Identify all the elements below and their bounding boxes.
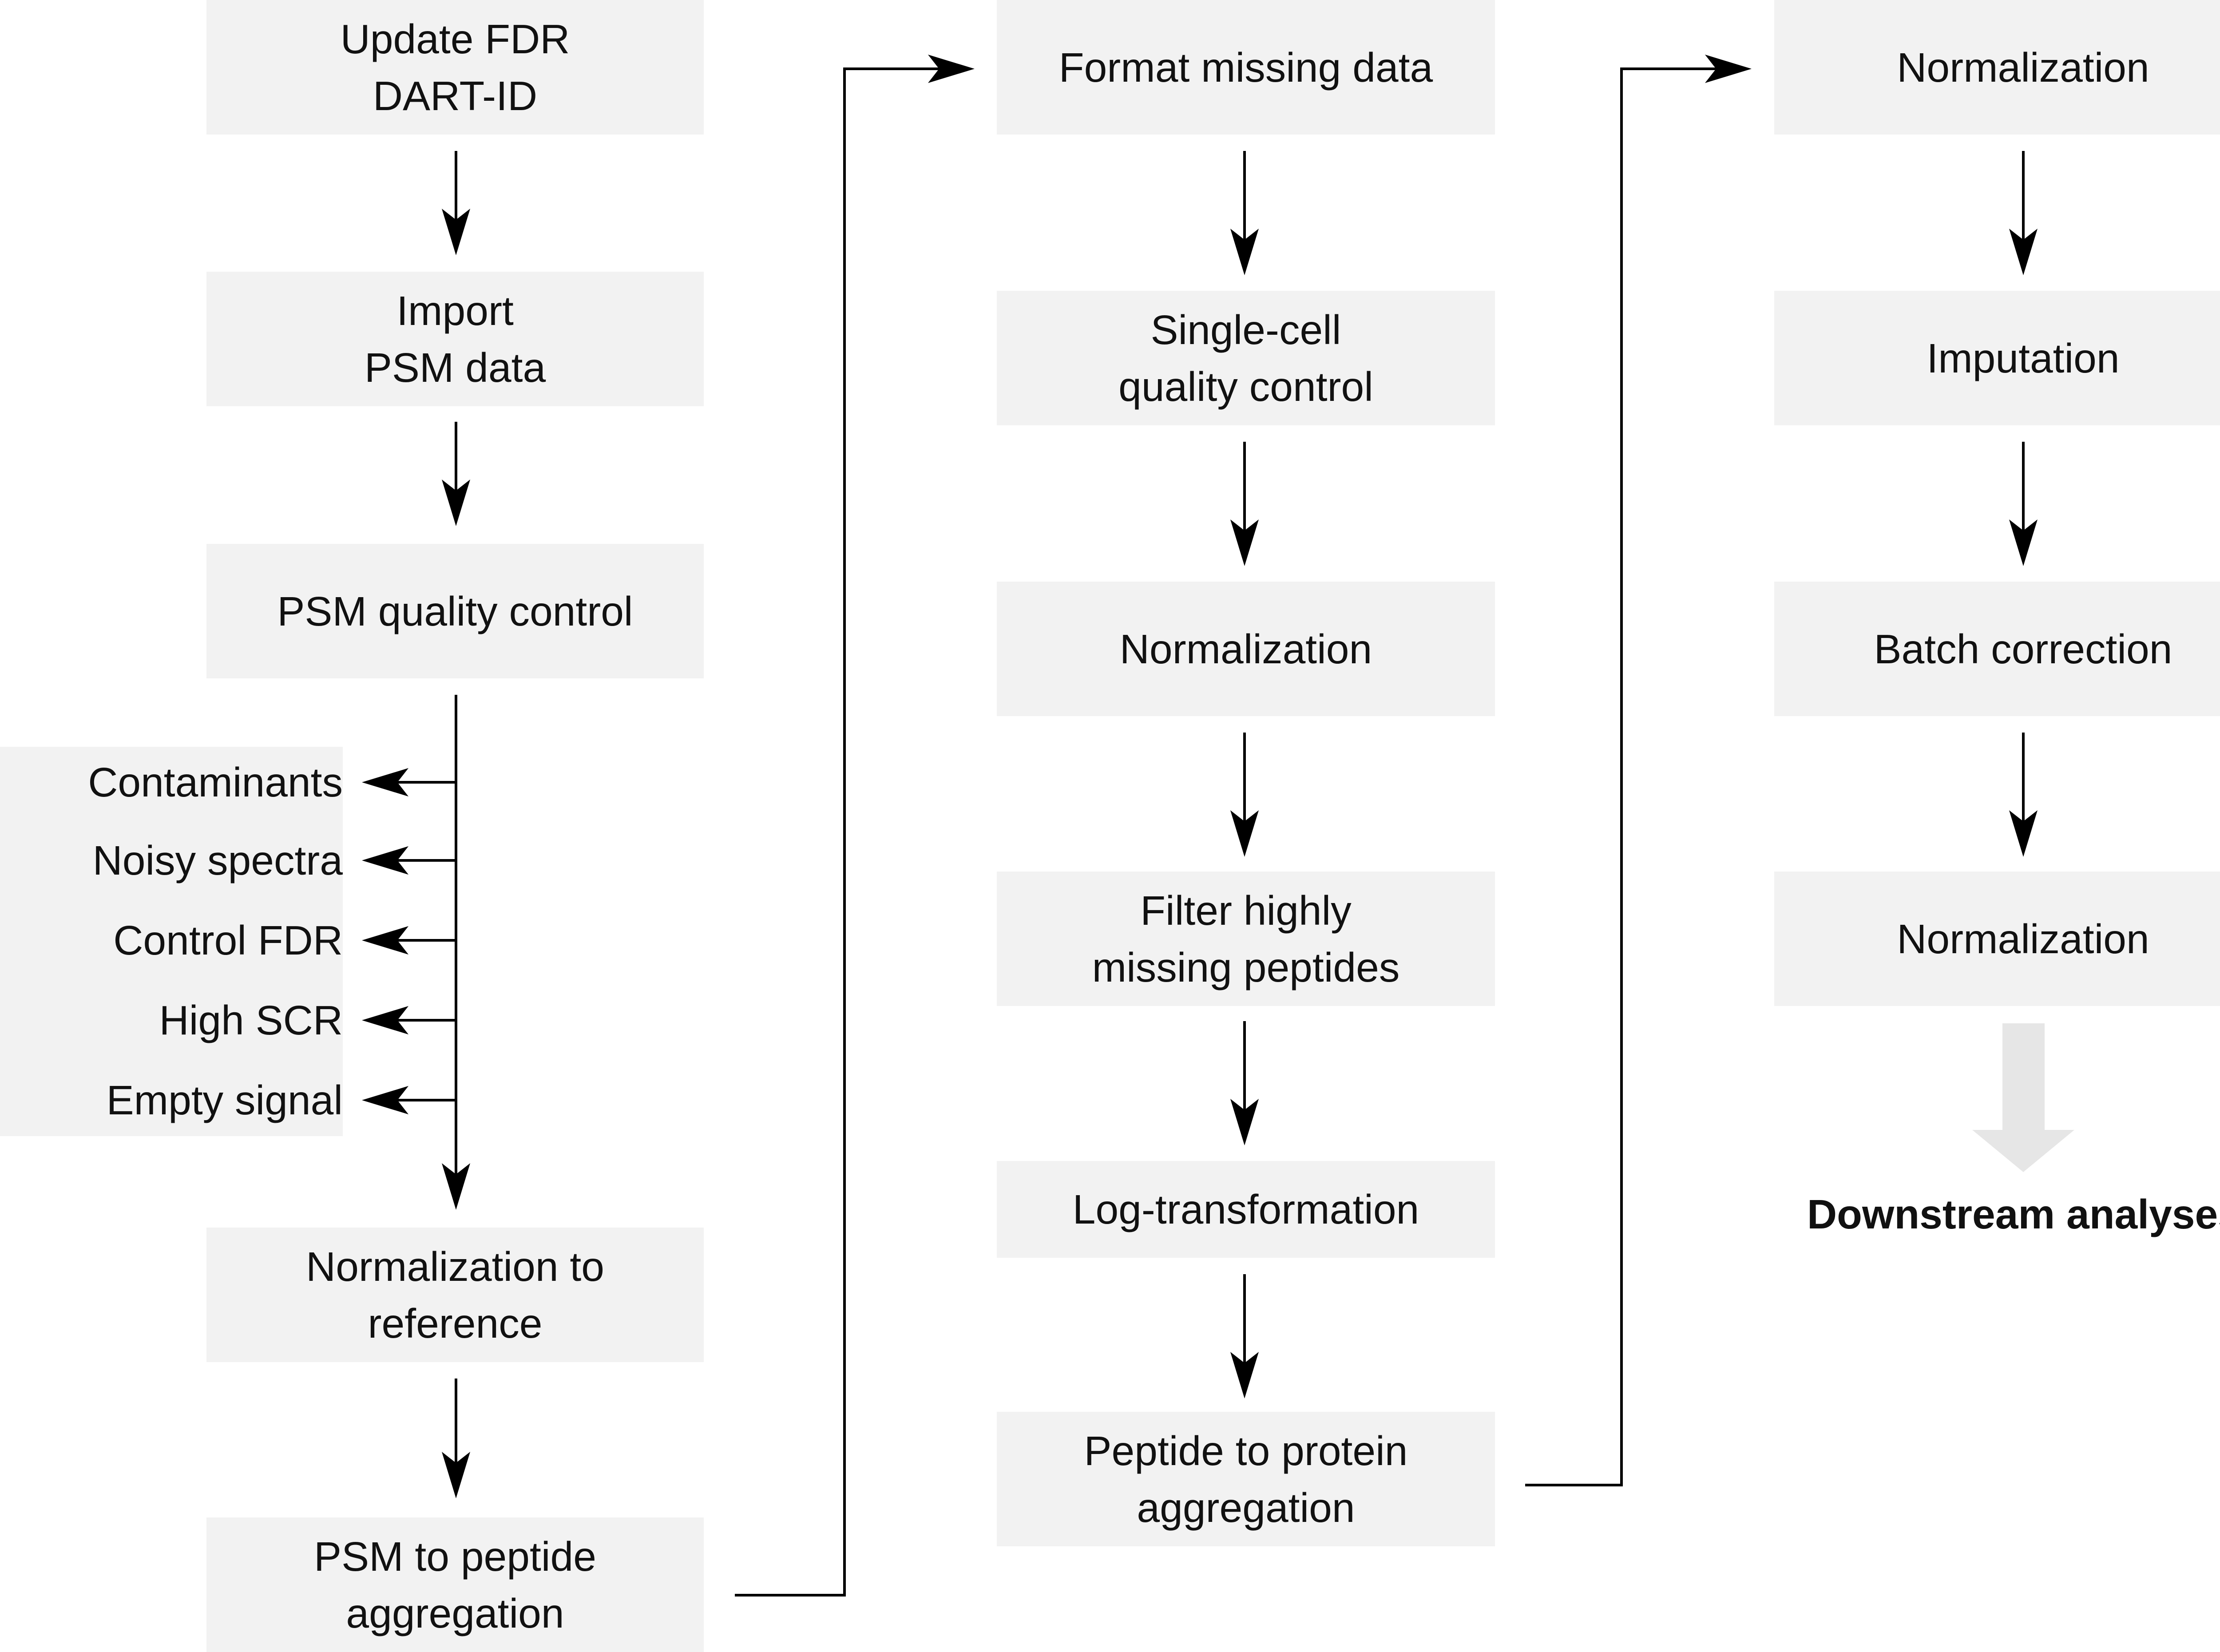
step-format-missing-data-line1: Format missing data (1058, 44, 1433, 91)
step-psm-quality-control: PSM quality control (206, 544, 704, 678)
step-psm-quality-control-line1: PSM quality control (277, 588, 633, 634)
step-update-fdr: Update FDR DART-ID (206, 0, 704, 135)
step-psm-to-peptide-line1: PSM to peptide (314, 1533, 596, 1580)
step-import-psm-line1: Import (396, 287, 514, 334)
arrowhead (362, 1006, 408, 1034)
qc-filter-empty-signal: Empty signal (106, 1077, 343, 1123)
arrowhead (442, 1163, 470, 1210)
step-single-cell-quality-control: Single-cell quality control (997, 291, 1495, 425)
step-single-cell-qc-line2: quality control (1118, 363, 1373, 410)
step-peptide-to-protein-aggregation: Peptide to protein aggregation (997, 1412, 1495, 1546)
step-format-missing-data: Format missing data (997, 0, 1495, 135)
step-normalization-to-reference-line1: Normalization to (306, 1243, 604, 1290)
downstream-arrow (1972, 1023, 2074, 1172)
qc-filter-control-fdr: Control FDR (113, 917, 343, 963)
step-import-psm: Import PSM data (206, 272, 704, 406)
step-batch-correction: Batch correction (1774, 582, 2220, 716)
qc-filter-panel (0, 747, 343, 1136)
arrowhead (362, 846, 408, 875)
step-filter-missing-line1: Filter highly (1140, 887, 1352, 934)
step-imputation-line1: Imputation (1927, 335, 2120, 381)
step-psm-to-peptide-aggregation: PSM to peptide aggregation (206, 1517, 704, 1652)
connector-col2-to-col3 (1525, 67, 1745, 1486)
arrowhead (1705, 55, 1752, 83)
step-peptide-to-protein-line1: Peptide to protein (1084, 1427, 1408, 1474)
step-update-fdr-line1: Update FDR (340, 16, 570, 62)
arrowhead (928, 55, 975, 83)
arrowhead (442, 479, 470, 526)
step-log-transformation-line1: Log-transformation (1072, 1186, 1419, 1232)
step-normalization-to-reference-line2: reference (368, 1300, 543, 1347)
downstream-analyses-label: Downstream analyses (1807, 1191, 2220, 1237)
step-normalization-col3-top-line1: Normalization (1897, 44, 2149, 91)
arrowhead (1230, 1352, 1259, 1398)
connector-col1-to-col2 (735, 67, 968, 1597)
arrowhead (362, 768, 408, 796)
arrowhead (1230, 229, 1259, 275)
arrowhead (2009, 810, 2038, 857)
step-normalization-to-reference: Normalization to reference (206, 1228, 704, 1362)
step-filter-missing-line2: missing peptides (1092, 944, 1400, 990)
arrowhead (1230, 1099, 1259, 1145)
arrowhead (442, 209, 470, 255)
step-update-fdr-line2: DART-ID (373, 72, 538, 119)
step-normalization-col3-bottom-line1: Normalization (1897, 915, 2149, 962)
arrowhead (2009, 519, 2038, 566)
arrowhead (442, 1452, 470, 1498)
arrowhead (362, 1086, 408, 1114)
step-log-transformation: Log-transformation (997, 1161, 1495, 1258)
arrowhead (2009, 229, 2038, 275)
step-normalization-col3-bottom: Normalization (1774, 872, 2220, 1006)
qc-filter-high-scr: High SCR (159, 997, 343, 1043)
qc-filter-noisy-spectra: Noisy spectra (92, 837, 343, 883)
qc-filter-contaminants: Contaminants (88, 759, 343, 805)
step-import-psm-line2: PSM data (364, 344, 546, 391)
step-filter-missing-peptides: Filter highly missing peptides (997, 872, 1495, 1006)
arrowhead (1230, 810, 1259, 857)
step-imputation: Imputation (1774, 291, 2220, 425)
step-single-cell-qc-line1: Single-cell (1150, 306, 1341, 353)
arrowhead (362, 926, 408, 955)
arrowhead (1230, 519, 1259, 566)
step-batch-correction-line1: Batch correction (1874, 626, 2172, 672)
step-normalization-col2: Normalization (997, 582, 1495, 716)
step-psm-to-peptide-line2: aggregation (346, 1590, 564, 1636)
step-normalization-col3-top: Normalization (1774, 0, 2220, 135)
step-peptide-to-protein-line2: aggregation (1137, 1484, 1355, 1531)
step-normalization-col2-line1: Normalization (1119, 626, 1372, 672)
